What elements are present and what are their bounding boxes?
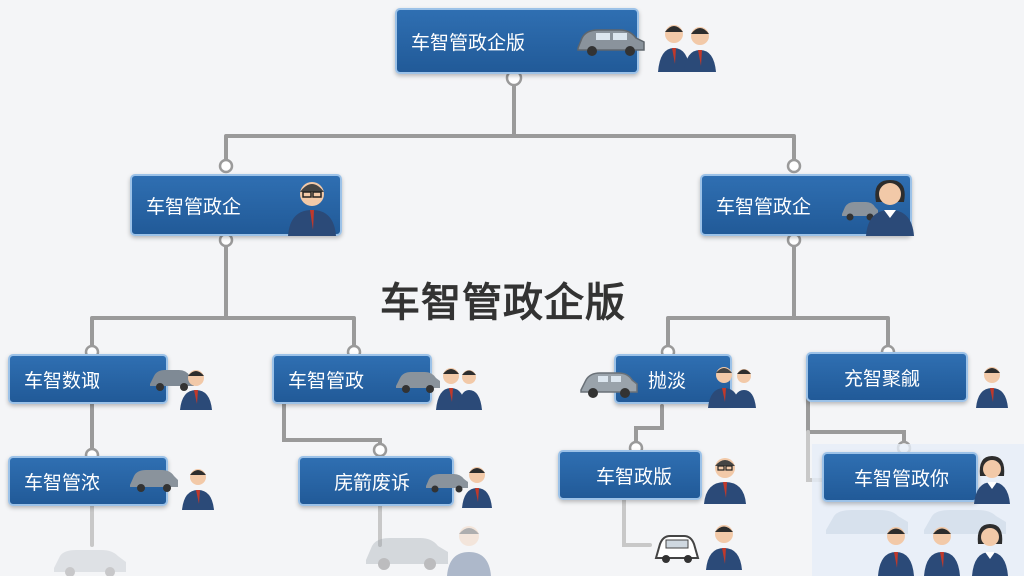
car-icon xyxy=(826,510,908,534)
node-label: 车智数诹 xyxy=(24,370,101,392)
org-node-level3-2[interactable]: 庑箭废诉 xyxy=(298,456,454,506)
person-icon xyxy=(462,467,492,508)
person-icon xyxy=(704,458,746,504)
node-label: 车智管浓 xyxy=(24,472,101,494)
connector-right-branch xyxy=(666,238,890,354)
person-icon xyxy=(706,525,742,570)
person-icon xyxy=(976,367,1008,408)
car-icon xyxy=(426,474,468,493)
car-icon xyxy=(577,29,645,56)
node-label: 车智管政企 xyxy=(146,196,242,218)
person-icon xyxy=(288,182,336,236)
person-icon xyxy=(708,367,756,408)
car-icon xyxy=(366,538,448,570)
connector-l2-3 xyxy=(634,404,664,452)
car-icon xyxy=(396,372,440,393)
car-icon xyxy=(580,372,638,398)
node-label: 抛淡 xyxy=(648,370,687,392)
node-label: 车智管政企 xyxy=(716,196,812,218)
node-label: 车智管政 xyxy=(288,370,365,392)
person-icon xyxy=(436,368,482,410)
person-icon xyxy=(866,180,914,236)
node-label: 车智政版 xyxy=(596,466,673,488)
car-icon xyxy=(654,535,700,563)
car-icon xyxy=(130,470,178,492)
node-label: 车智管政企版 xyxy=(411,32,526,54)
person-icon xyxy=(974,456,1010,504)
person-icon xyxy=(182,469,214,510)
org-node-level3-4[interactable]: 车智管政你 xyxy=(822,452,978,502)
connector-left-branch xyxy=(90,238,356,354)
org-node-level2-4[interactable]: 充智聚觎 xyxy=(806,352,968,402)
car-icon xyxy=(54,550,126,576)
center-title: 车智管政企版 xyxy=(380,280,626,326)
node-label: 充智聚觎 xyxy=(844,368,921,390)
connector-root xyxy=(224,76,796,168)
person-icon xyxy=(658,25,716,72)
person-icon xyxy=(447,526,491,576)
car-icon xyxy=(150,370,194,391)
org-node-level2-1[interactable]: 车智数诹 xyxy=(8,354,168,404)
node-label: 车智管政你 xyxy=(854,468,950,490)
org-node-level3-3[interactable]: 车智政版 xyxy=(558,450,702,500)
person-icon xyxy=(878,524,1008,576)
person-icon xyxy=(180,370,212,410)
node-label: 庑箭废诉 xyxy=(334,472,411,494)
